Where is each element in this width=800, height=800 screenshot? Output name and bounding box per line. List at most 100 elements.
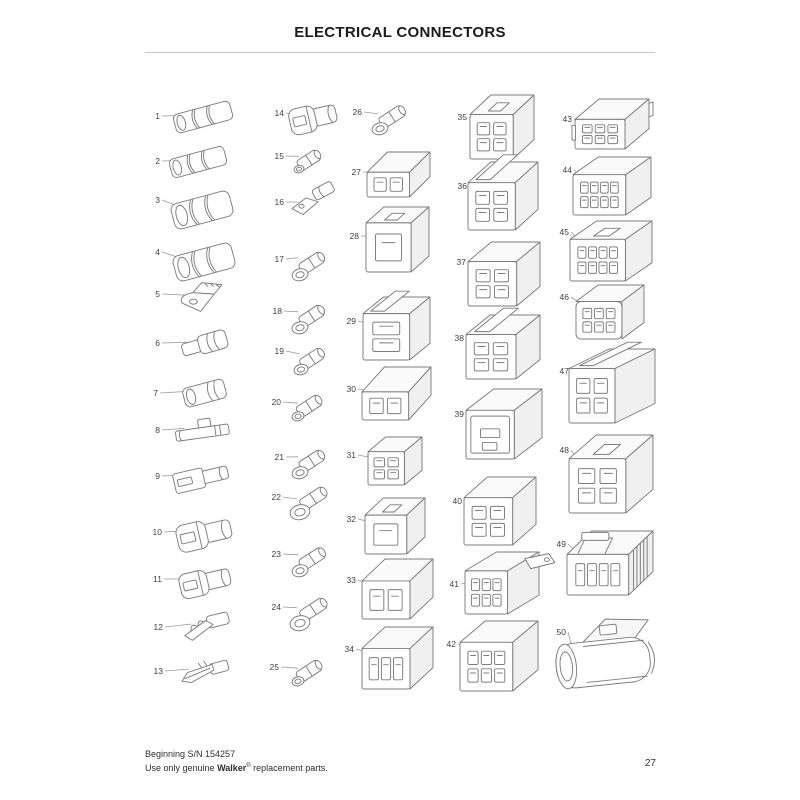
part-item-48: 48 (560, 434, 654, 514)
part-number-label: 37 (457, 257, 467, 267)
part-item-4: 4 (155, 242, 236, 282)
part-item-36: 36 (458, 154, 539, 231)
connector-housing-shrouded-drawing (465, 388, 543, 460)
part-number-label: 33 (347, 575, 357, 585)
ring-terminal-drawing (293, 347, 325, 376)
part-number-label: 26 (353, 107, 363, 117)
insulated-female-spade-connector-drawing (175, 519, 233, 553)
leader-line (161, 341, 190, 344)
part-number-label: 21 (275, 452, 285, 462)
ring-terminal-drawing (289, 486, 328, 521)
leader-line (285, 350, 300, 355)
brand-name: Walker (217, 763, 247, 773)
flag-terminal-drawing (180, 282, 223, 312)
part-number-label: 41 (450, 579, 460, 589)
part-item-12: 12 (154, 611, 230, 641)
part-item-23: 23 (272, 547, 327, 578)
connector-housing-1-cavity-drawing (365, 206, 430, 273)
connector-housing-4-cavity-drawing (367, 436, 423, 486)
part-number-label: 18 (273, 306, 283, 316)
part-item-15: 15 (275, 149, 322, 174)
part-item-25: 25 (270, 659, 323, 687)
connector-housing-1-cavity-drawing (364, 497, 426, 555)
part-number-label: 14 (275, 108, 285, 118)
part-number-label: 5 (155, 289, 160, 299)
part-item-17: 17 (275, 251, 326, 282)
part-item-16: 16 (275, 181, 335, 216)
part-item-1: 1 (155, 100, 234, 134)
connector-housing-6-cavity-drawing (575, 284, 645, 340)
part-item-44: 44 (563, 156, 652, 216)
connector-housing-6-cavity-flange-drawing (571, 98, 654, 150)
part-item-46: 46 (560, 284, 645, 340)
connector-housing-4-cavity-drawing (463, 476, 537, 546)
part-item-42: 42 (447, 620, 539, 692)
part-number-label: 36 (458, 181, 468, 191)
part-item-3: 3 (155, 190, 234, 230)
part-item-49: 49 (557, 530, 654, 596)
part-item-6: 6 (155, 329, 229, 357)
part-item-40: 40 (453, 476, 537, 546)
female-spade-terminal-drawing (172, 465, 230, 494)
ring-terminal-drawing (291, 449, 326, 480)
connector-housing-6-cavity-drawing (459, 620, 539, 692)
leader-line (161, 428, 185, 431)
part-item-29: 29 (347, 290, 431, 361)
leader-line (164, 668, 189, 672)
part-number-label: 45 (560, 227, 570, 237)
part-number-label: 28 (350, 231, 360, 241)
part-item-18: 18 (273, 304, 326, 335)
part-item-41: 41 (450, 551, 556, 615)
connector-housing-8-cavity-drawing (572, 156, 652, 216)
connector-housing-4-cavity-drawing (467, 154, 539, 231)
part-number-label: 20 (272, 397, 282, 407)
part-item-50: 50 (555, 618, 655, 690)
connector-housing-long-drawing (568, 341, 656, 424)
part-item-10: 10 (153, 519, 233, 553)
leader-line (282, 553, 299, 556)
part-number-label: 29 (347, 316, 357, 326)
part-item-27: 27 (352, 151, 431, 198)
part-item-9: 9 (155, 465, 230, 494)
connector-housing-3-cavity-drawing (361, 626, 434, 690)
title-rule (145, 52, 655, 53)
part-item-37: 37 (457, 241, 541, 307)
part-item-19: 19 (275, 346, 325, 376)
connector-housing-4-cavity-drawing (465, 307, 541, 380)
part-number-label: 42 (447, 639, 457, 649)
part-number-label: 32 (347, 514, 357, 524)
leader-line (280, 666, 299, 669)
female-bullet-connector-drawing (182, 378, 227, 408)
part-item-20: 20 (272, 394, 323, 422)
part-item-7: 7 (153, 378, 227, 408)
part-number-label: 3 (155, 195, 160, 205)
part-number-label: 25 (270, 662, 280, 672)
part-number-label: 12 (154, 622, 164, 632)
part-item-34: 34 (345, 626, 434, 690)
ring-terminal-drawing (291, 251, 326, 282)
insulated-female-spade-connector-drawing (178, 568, 232, 600)
footer: Beginning S/N 154257 Use only genuine Wa… (145, 748, 328, 774)
leader-line (282, 606, 297, 609)
ring-terminal-drawing (289, 597, 328, 632)
ring-terminal-drawing (291, 304, 326, 335)
ring-terminal-drawing (291, 659, 323, 687)
connector-housing-4-cavity-drawing (467, 241, 541, 307)
weatherpack-connector-drawing (566, 530, 654, 596)
part-number-label: 2 (155, 156, 160, 166)
part-item-14: 14 (275, 104, 338, 136)
leader-line (282, 401, 299, 404)
ring-terminal-drawing (371, 105, 407, 136)
male-blade-terminal-drawing (181, 659, 230, 684)
part-number-label: 30 (347, 384, 357, 394)
part-number-label: 4 (155, 247, 160, 257)
part-number-label: 31 (347, 450, 357, 460)
part-number-label: 35 (458, 112, 468, 122)
part-item-45: 45 (560, 220, 653, 282)
part-number-label: 8 (155, 425, 160, 435)
page-number: 27 (644, 758, 656, 769)
part-number-label: 11 (153, 574, 162, 584)
leader-line (363, 111, 379, 115)
